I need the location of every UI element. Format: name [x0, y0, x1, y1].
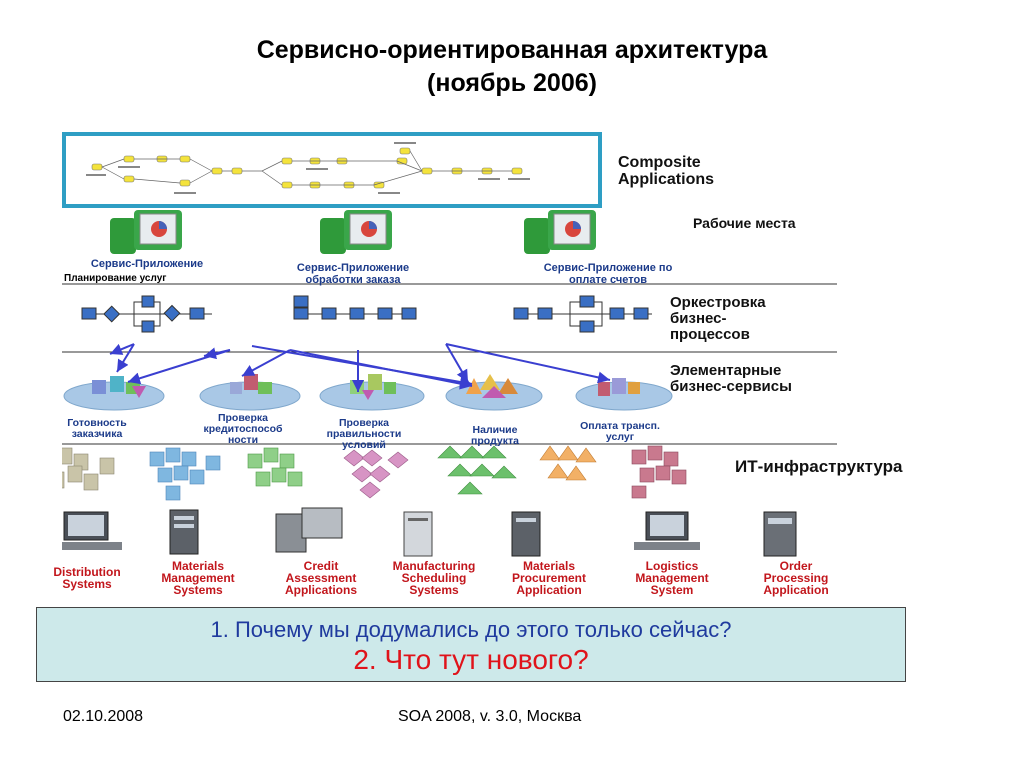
- layer-label-composite: Composite Applications: [618, 154, 714, 188]
- service-4-line1: Наличие: [472, 424, 518, 436]
- system-7-line3: Application: [763, 583, 829, 597]
- layer-elementary-line1: Элементарные: [670, 362, 782, 379]
- soa-diagram: [62, 132, 837, 557]
- system-7-line2: Processing: [763, 571, 829, 585]
- server-rack-icon: [275, 507, 343, 553]
- desktop-computer-icon: [62, 511, 122, 550]
- service-app-3-line2: оплате счетов: [569, 274, 647, 286]
- system-1-line2: Systems: [62, 577, 112, 591]
- layer-elementary-line2: бизнес-сервисы: [670, 378, 792, 395]
- service-label-2: Проверка кредитоспособ ности: [195, 413, 291, 446]
- service-app-2-line2: обработки заказа: [305, 274, 401, 286]
- footer-date: 02.10.2008: [63, 708, 144, 725]
- footer-center: SOA 2008, v. 3.0, Москва: [398, 708, 582, 725]
- system-1-line1: Distribution: [53, 565, 121, 579]
- server-tower-icon-1: [169, 509, 199, 555]
- service-platform-2: [199, 374, 301, 411]
- layer-label-orchestration: Оркестровка бизнес- процессов: [670, 295, 766, 343]
- service-platform-3: [319, 374, 425, 411]
- system-3-line2: Assessment: [285, 571, 357, 585]
- system-7-line1: Order: [779, 559, 813, 573]
- layer-orchestration-line3: процессов: [670, 326, 750, 343]
- layer-orchestration-line2: бизнес-: [670, 310, 727, 327]
- service-label-5: Оплата трансп. услуг: [570, 421, 670, 443]
- service-app-label-3: Сервис-Приложение по оплате счетов: [518, 262, 698, 286]
- service-app-2-line1: Сервис-Приложение: [296, 262, 410, 274]
- service-app-1-subtitle: Планирование услуг: [64, 273, 167, 284]
- orchestration-flow-1: [81, 295, 212, 333]
- composite-application-panel: [62, 132, 602, 208]
- service-2-line2: кредитоспособ: [203, 423, 283, 435]
- system-5-line1: Materials: [522, 559, 576, 573]
- desktop-computer-icon-2: [634, 511, 700, 550]
- question-box: 1. Почему мы додумались до этого только …: [36, 607, 906, 682]
- system-5-line2: Procurement: [511, 571, 587, 585]
- service-3-line1: Проверка: [338, 417, 390, 429]
- system-label-order-processing: Order Processing Application: [746, 560, 846, 596]
- system-label-materials-management: Materials Management Systems: [142, 560, 254, 596]
- system-2-line1: Materials: [171, 559, 225, 573]
- slide-title: Сервисно-ориентированная архитектура (но…: [0, 34, 1024, 100]
- service-platform-4: [445, 374, 543, 411]
- service-2-line1: Проверка: [217, 412, 269, 424]
- orchestration-flow-3: [513, 295, 652, 333]
- service-app-3-line1: Сервис-Приложение по: [543, 262, 673, 274]
- service-app-label-1: Сервис-Приложение: [72, 258, 222, 270]
- service-5-line2: услуг: [605, 431, 635, 443]
- service-1-line2: заказчика: [71, 428, 123, 440]
- layer-label-elementary: Элементарные бизнес-сервисы: [670, 363, 792, 395]
- workplace-icon-2: [320, 210, 392, 254]
- workplace-icon-1: [110, 210, 182, 254]
- slide-title-line2: (ноябрь 2006): [427, 69, 597, 97]
- layer-composite-line1: Composite: [618, 154, 701, 171]
- system-5-line3: Application: [516, 583, 582, 597]
- server-tower-icon-4: [763, 511, 797, 557]
- system-label-logistics-management: Logistics Management System: [616, 560, 728, 596]
- system-4-line1: Manufacturing: [392, 559, 476, 573]
- it-infrastructure-clusters: [62, 445, 687, 501]
- layer-label-it: ИТ-инфраструктура: [735, 457, 903, 476]
- service-app-1-line1: Сервис-Приложение: [90, 258, 204, 270]
- system-6-line1: Logistics: [645, 559, 699, 573]
- service-3-line3: условий: [342, 439, 386, 451]
- service-label-1: Готовность заказчика: [52, 418, 142, 440]
- question-2: 2. Что тут нового?: [353, 644, 589, 675]
- system-3-line1: Credit: [303, 559, 339, 573]
- service-1-line1: Готовность: [67, 417, 127, 429]
- layer-label-workplaces: Рабочие места: [693, 215, 796, 231]
- service-app-label-2: Сервис-Приложение обработки заказа: [278, 262, 428, 286]
- system-2-line3: Systems: [173, 583, 223, 597]
- system-label-credit-assessment: Credit Assessment Applications: [266, 560, 376, 596]
- system-4-line2: Scheduling: [401, 571, 467, 585]
- service-4-line2: продукта: [471, 435, 519, 447]
- workplace-icon-3: [524, 210, 596, 254]
- system-label-materials-procurement: Materials Procurement Application: [492, 560, 606, 596]
- system-3-line3: Applications: [284, 583, 357, 597]
- service-5-line1: Оплата трансп.: [580, 420, 660, 432]
- service-invocation-arrows: [109, 343, 611, 392]
- system-2-line2: Management: [161, 571, 235, 585]
- system-4-line3: Systems: [409, 583, 459, 597]
- layer-composite-line2: Applications: [618, 171, 715, 188]
- question-1: 1. Почему мы додумались до этого только …: [210, 617, 732, 642]
- service-label-3: Проверка правильности условий: [316, 418, 412, 451]
- layer-orchestration-line1: Оркестровка: [670, 294, 766, 311]
- server-tower-icon-2: [403, 511, 433, 557]
- service-3-line2: правильности: [326, 428, 402, 440]
- system-label-distribution: Distribution Systems: [32, 566, 142, 590]
- system-6-line3: System: [650, 583, 694, 597]
- server-tower-icon-3: [511, 511, 541, 557]
- system-label-manufacturing-scheduling: Manufacturing Scheduling Systems: [376, 560, 492, 596]
- system-6-line2: Management: [635, 571, 709, 585]
- service-label-4: Наличие продукта: [450, 425, 540, 447]
- slide-title-line1: Сервисно-ориентированная архитектура: [256, 36, 768, 64]
- service-platform-5: [575, 378, 673, 411]
- service-platform-1: [63, 376, 165, 411]
- service-2-line3: ности: [227, 434, 259, 446]
- orchestration-flow-2: [293, 295, 417, 320]
